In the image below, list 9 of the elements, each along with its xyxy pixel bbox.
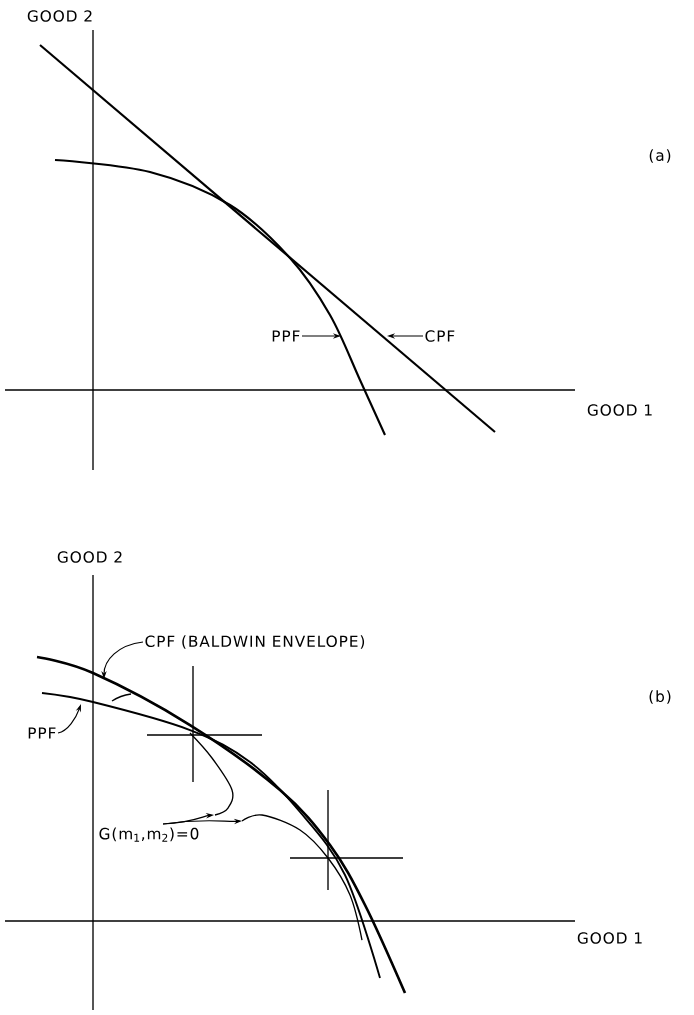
axis-label: GOOD 2	[27, 10, 92, 22]
axis-label: GOOD 2	[57, 551, 122, 563]
axis-label: GOOD 1	[577, 932, 642, 944]
axis-label: (a)	[649, 149, 671, 163]
budget-line	[39, 44, 496, 433]
curve-label: PPF	[28, 727, 56, 739]
axis-label: GOOD 1	[587, 404, 652, 416]
curve-label: CPF (BALDWIN ENVELOPE)	[145, 635, 365, 649]
axis-label: (b)	[649, 690, 671, 704]
